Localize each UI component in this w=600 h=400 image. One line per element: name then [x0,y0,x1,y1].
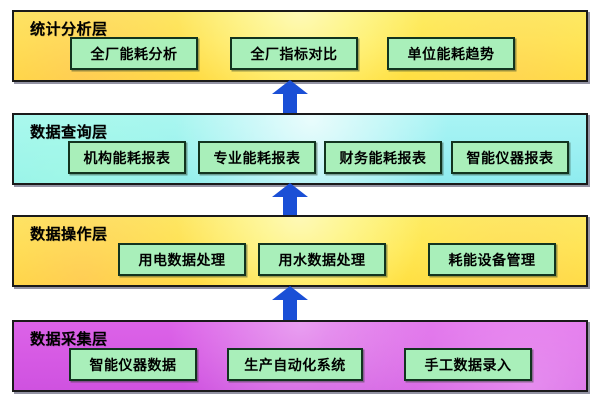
node-label: 财务能耗报表 [339,150,427,167]
layer-title-data-operation: 数据操作层 [30,225,108,243]
layer-data-acquisition: 数据采集层 智能仪器数据 生产自动化系统 手工数据录入 [12,320,588,392]
node-organization-energy-report[interactable]: 机构能耗报表 [68,141,186,174]
node-label: 专业能耗报表 [213,150,301,167]
node-label: 手工数据录入 [424,357,512,374]
node-label: 耗能设备管理 [448,252,536,269]
node-label: 单位能耗趋势 [407,46,495,63]
arrow-query-to-analysis [268,80,312,114]
layer-title-statistical-analysis: 统计分析层 [30,20,108,38]
node-label: 机构能耗报表 [83,150,171,167]
node-label: 用电数据处理 [138,252,226,269]
node-water-data-processing[interactable]: 用水数据处理 [258,243,386,276]
node-label: 全厂能耗分析 [90,46,178,63]
node-unit-energy-trend[interactable]: 单位能耗趋势 [387,37,515,70]
node-smart-meter-report[interactable]: 智能仪器报表 [451,141,569,174]
node-production-automation-system[interactable]: 生产自动化系统 [227,348,363,381]
node-manual-data-entry[interactable]: 手工数据录入 [404,348,532,381]
node-label: 全厂指标对比 [250,46,338,63]
up-arrow-icon [272,183,308,217]
node-label: 生产自动化系统 [244,357,346,374]
node-full-plant-energy-analysis[interactable]: 全厂能耗分析 [70,37,198,70]
node-electricity-data-processing[interactable]: 用电数据处理 [118,243,246,276]
node-professional-energy-report[interactable]: 专业能耗报表 [198,141,316,174]
layer-title-data-query: 数据查询层 [30,123,108,141]
layer-title-data-acquisition: 数据采集层 [30,330,108,348]
node-label: 智能仪器数据 [89,357,177,374]
layer-statistical-analysis: 统计分析层 全厂能耗分析 全厂指标对比 单位能耗趋势 [12,10,588,82]
arrow-acquisition-to-operation [268,286,312,320]
arrow-operation-to-query [268,183,312,217]
node-full-plant-index-comparison[interactable]: 全厂指标对比 [230,37,358,70]
node-financial-energy-report[interactable]: 财务能耗报表 [324,141,442,174]
up-arrow-icon [272,286,308,320]
layer-data-operation: 数据操作层 用电数据处理 用水数据处理 耗能设备管理 [12,215,588,287]
layer-data-query: 数据查询层 机构能耗报表 专业能耗报表 财务能耗报表 智能仪器报表 [12,113,588,185]
node-energy-equipment-management[interactable]: 耗能设备管理 [428,243,556,276]
node-label: 智能仪器报表 [466,150,554,167]
node-smart-meter-data[interactable]: 智能仪器数据 [69,348,197,381]
up-arrow-icon [272,80,308,114]
node-label: 用水数据处理 [278,252,366,269]
